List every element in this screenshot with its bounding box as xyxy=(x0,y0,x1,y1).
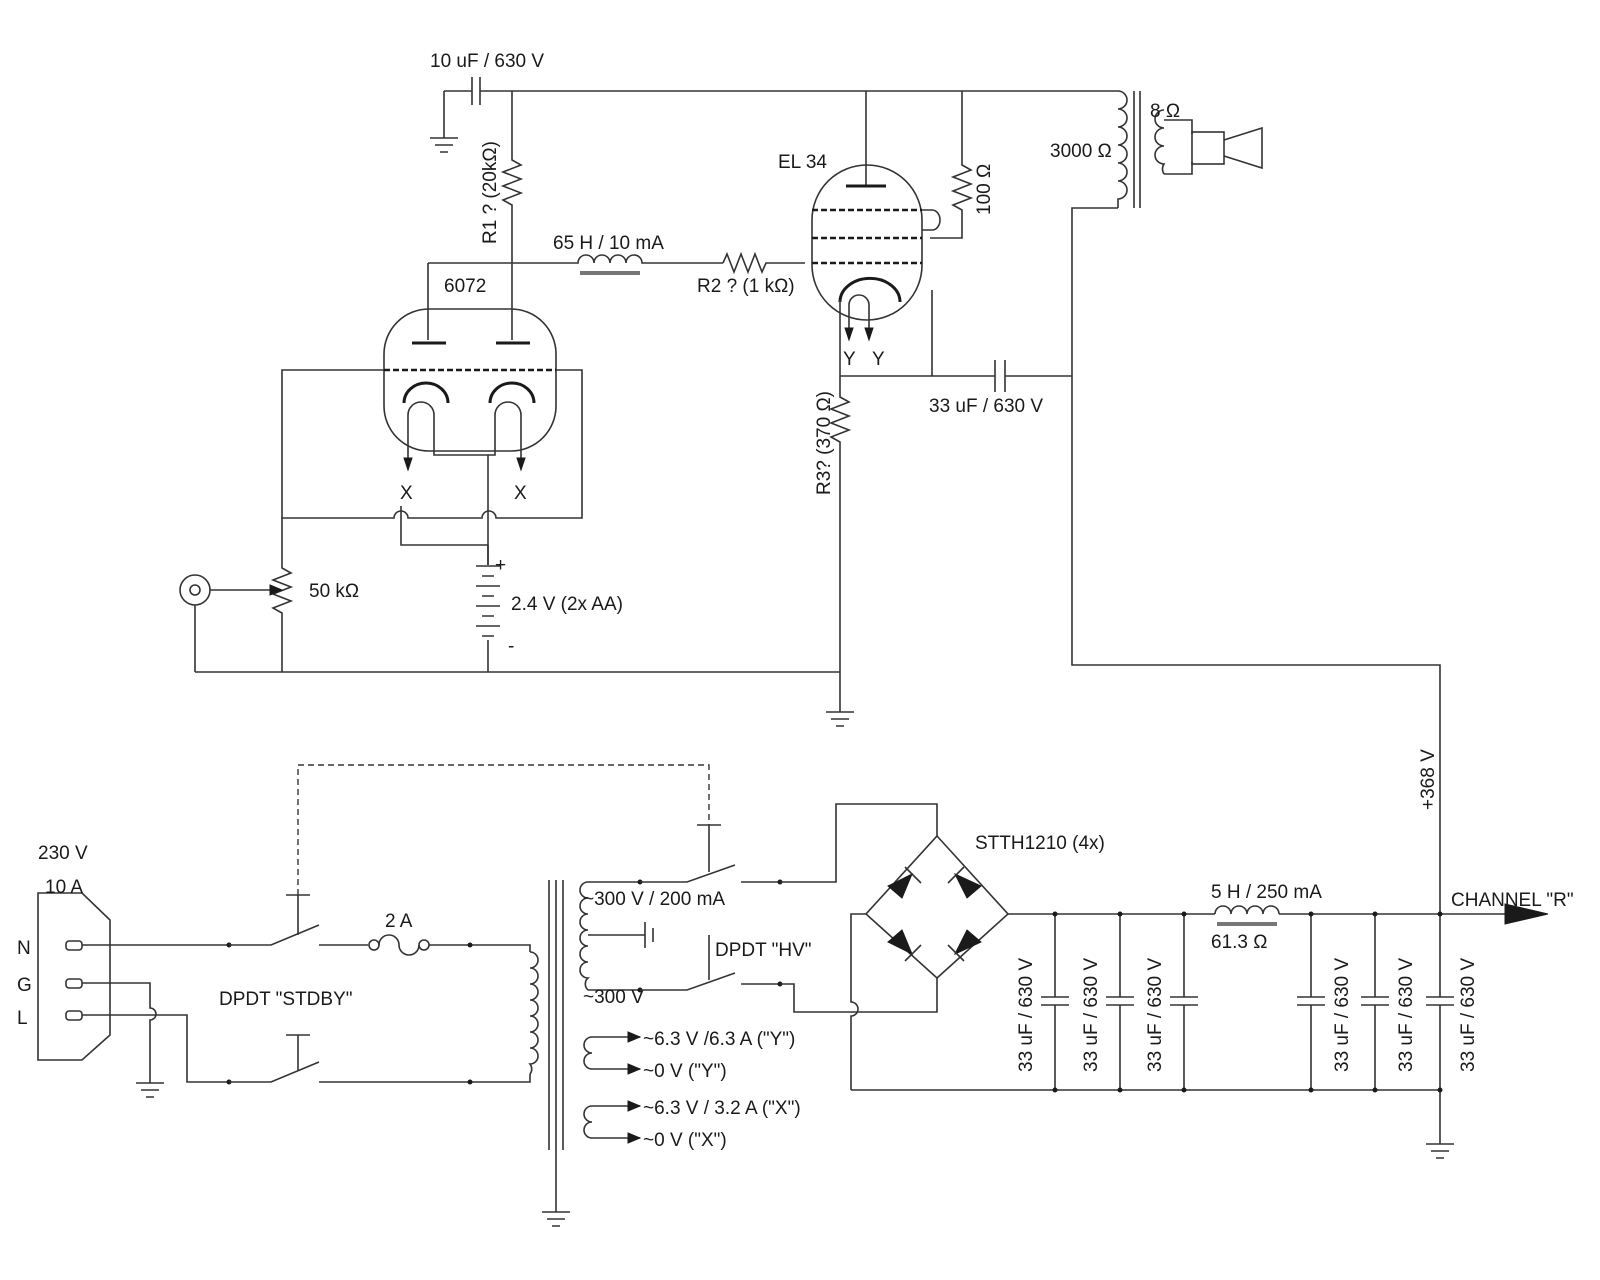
resistor-100 xyxy=(930,91,974,239)
label-channel: CHANNEL "R" xyxy=(1451,890,1574,911)
ground-symbol-mains xyxy=(136,1082,164,1098)
potentiometer-50k xyxy=(210,518,294,672)
resistor-r3 xyxy=(828,376,852,712)
label-heater-x-right: X xyxy=(514,483,527,504)
ground-bus xyxy=(195,640,840,673)
fuse-2a xyxy=(319,934,470,956)
filter-capacitor-2 xyxy=(1106,911,1134,1093)
label-sec-x-zero: ~0 V ("X") xyxy=(643,1130,727,1151)
filter-capacitor-5 xyxy=(1361,911,1389,1093)
label-6072: 6072 xyxy=(444,276,486,297)
resistor-r2 xyxy=(722,251,805,275)
capacitor-10uf xyxy=(430,77,481,153)
power-transformer xyxy=(528,879,654,1227)
label-mains-current: 10 A xyxy=(45,877,83,898)
label-filter-cap-2: 33 uF / 630 V xyxy=(1081,958,1102,1072)
wire-live xyxy=(82,1014,229,1083)
choke-grid xyxy=(512,254,723,275)
wire-6072-plates xyxy=(427,262,513,340)
label-b-plus: +368 V xyxy=(1418,749,1439,810)
label-filter-cap-4: 33 uF / 630 V xyxy=(1332,958,1353,1072)
label-pin-n: N xyxy=(17,938,31,959)
label-sec-x-hot: ~6.3 V / 3.2 A ("X") xyxy=(643,1098,801,1119)
label-sec-hv-top: ~300 V / 200 mA xyxy=(583,889,725,910)
speaker-icon xyxy=(1191,126,1263,170)
switch-standby xyxy=(226,764,710,1085)
wire-cathode-join xyxy=(400,506,488,546)
label-heater-y-left: Y xyxy=(843,349,856,370)
input-jack xyxy=(179,574,211,672)
label-ot-primary: 3000 Ω xyxy=(1050,141,1112,162)
capacitor-coupling xyxy=(994,360,1006,392)
filter-capacitor-4 xyxy=(1297,911,1325,1093)
power-supply: 230 V 10 A N G L DPDT "STDBY" xyxy=(17,764,1574,1227)
wire-hv-return xyxy=(851,1089,1441,1144)
ground-symbol-transformer xyxy=(542,1211,570,1227)
filter-capacitor-6 xyxy=(1426,911,1454,1093)
label-sec-y-hot: ~6.3 V /6.3 A ("Y") xyxy=(643,1029,795,1050)
label-pin-g: G xyxy=(17,975,32,996)
label-filter-cap-3: 33 uF / 630 V xyxy=(1145,958,1166,1072)
label-filter-cap-6: 33 uF / 630 V xyxy=(1458,958,1479,1072)
wire-primary-top xyxy=(470,944,531,952)
label-c-coupling: 33 uF / 630 V xyxy=(929,396,1043,417)
label-el34: EL 34 xyxy=(778,152,827,173)
bridge-rectifier xyxy=(780,803,1010,1090)
label-heater-x-left: X xyxy=(400,483,413,504)
ground-symbol-psu xyxy=(1426,1143,1454,1159)
output-arrow xyxy=(1504,903,1549,925)
label-r2: R2 ? (1 kΩ) xyxy=(697,276,795,297)
amplifier-stage: 10 uF / 630 V R1 ? (20kΩ) 65 H / 10 mA R… xyxy=(179,51,1441,914)
ground-symbol-amp xyxy=(826,711,854,727)
wire-earth xyxy=(82,982,157,1083)
label-r3: R3? (370 Ω) xyxy=(814,391,835,495)
label-r1: R1 ? (20kΩ) xyxy=(480,141,501,244)
label-choke-psu-r: 61.3 Ω xyxy=(1211,932,1267,953)
label-pin-l: L xyxy=(17,1008,28,1029)
filter-capacitor-1 xyxy=(1041,911,1069,1093)
wire-grid-loop xyxy=(281,369,583,519)
label-rectifier: STTH1210 (4x) xyxy=(975,833,1105,854)
label-battery-minus: - xyxy=(508,636,514,657)
label-c-top: 10 uF / 630 V xyxy=(430,51,544,72)
label-battery-plus: + xyxy=(495,555,506,576)
switch-hv xyxy=(640,824,783,991)
resistor-r1 xyxy=(500,91,524,263)
label-fuse: 2 A xyxy=(385,911,413,932)
label-switch-hv: DPDT "HV" xyxy=(715,940,812,961)
battery-2x-aa xyxy=(476,545,500,637)
wire-primary-bottom xyxy=(319,1074,531,1083)
tube-6072 xyxy=(383,308,557,472)
filter-capacitor-3 xyxy=(1170,911,1198,1093)
label-pot: 50 kΩ xyxy=(309,581,359,602)
label-choke-grid: 65 H / 10 mA xyxy=(553,233,664,254)
label-filter-cap-1: 33 uF / 630 V xyxy=(1016,958,1037,1072)
label-mains-voltage: 230 V xyxy=(38,843,88,864)
wire-b-plus xyxy=(1071,207,1441,914)
choke-psu xyxy=(1214,905,1280,926)
label-choke-psu: 5 H / 250 mA xyxy=(1211,882,1322,903)
ground-symbol-top xyxy=(430,137,458,153)
label-switch-standby: DPDT "STDBY" xyxy=(219,989,353,1010)
label-heater-y-right: Y xyxy=(872,349,885,370)
label-sec-y-zero: ~0 V ("Y") xyxy=(643,1061,727,1082)
label-ot-secondary: 8 Ω xyxy=(1150,101,1180,122)
label-battery: 2.4 V (2x AA) xyxy=(511,594,623,615)
iec-inlet xyxy=(37,892,111,1061)
label-r-100: 100 Ω xyxy=(974,164,995,215)
label-sec-hv-bottom: ~300 V xyxy=(583,987,644,1008)
tube-el34 xyxy=(811,91,941,376)
output-transformer xyxy=(1117,90,1193,208)
label-filter-cap-5: 33 uF / 630 V xyxy=(1396,958,1417,1072)
